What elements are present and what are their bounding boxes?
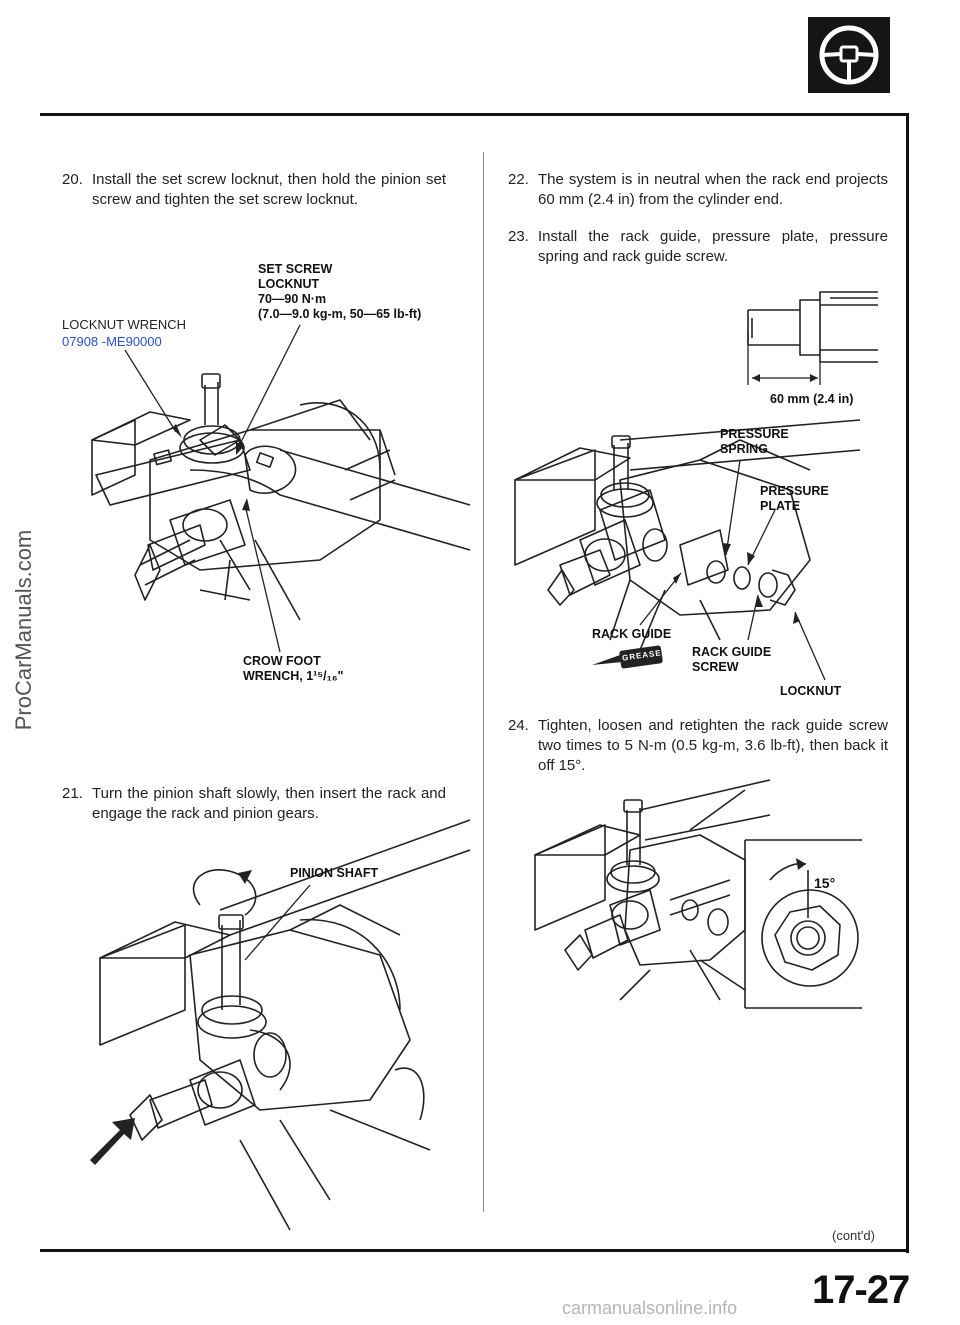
pressure-spring-label: PRESSURE SPRING (720, 427, 789, 456)
side-watermark-text: ProCarManuals.com (11, 529, 36, 731)
crow-foot-wrench-label: CROW FOOT WRENCH, 1¹⁵/₁₆" (243, 654, 344, 683)
pinion-shaft-label: PINION SHAFT (290, 866, 379, 880)
grease-label: GREASE (621, 648, 663, 663)
bottom-watermark: carmanualsonline.info (562, 1298, 738, 1318)
dimension-label: 60 mm (2.4 in) (770, 392, 854, 406)
continued-label: (cont'd) (832, 1228, 875, 1243)
locknut-label: LOCKNUT (780, 684, 842, 698)
locknut-wrench-label: LOCKNUT WRENCH (62, 317, 186, 332)
frame-bottom-rule (40, 1249, 909, 1252)
step-21: 21. Turn the pinion shaft slowly, then i… (62, 784, 446, 826)
angle-label: 15° (814, 875, 836, 891)
step-text: The system is in neutral when the rack e… (538, 171, 888, 208)
step-text: Install the rack guide, pressure plate, … (538, 228, 888, 265)
page-number: 17-27 (812, 1268, 910, 1312)
step-text: Turn the pinion shaft slowly, then inser… (92, 785, 446, 822)
step-number: 20. (62, 171, 83, 188)
pressure-plate-label: PRESSURE PLATE (760, 484, 829, 513)
step-22: 22. The system is in neutral when the ra… (508, 170, 888, 212)
steering-wheel-icon (808, 17, 890, 93)
step-text: Install the set screw locknut, then hold… (92, 171, 446, 208)
step-number: 23. (508, 228, 529, 245)
set-screw-locknut-label: SET SCREW LOCKNUT 70—90 N·m (7.0—9.0 kg-… (258, 262, 422, 321)
side-watermark: ProCarManuals.com (4, 420, 44, 840)
tool-number-label: 07908 -ME90000 (62, 334, 162, 349)
column-divider (483, 152, 484, 1212)
frame-right-rule (906, 113, 909, 1253)
step-24: 24. Tighten, loosen and retighten the ra… (508, 716, 888, 778)
step-number: 24. (508, 717, 529, 734)
step-20: 20. Install the set screw locknut, then … (62, 170, 446, 212)
step-text: Tighten, loosen and retighten the rack g… (538, 717, 888, 774)
step-23: 23. Install the rack guide, pressure pla… (508, 227, 888, 269)
step-number: 21. (62, 785, 83, 802)
frame-top-rule (40, 113, 908, 116)
rack-guide-label: RACK GUIDE (592, 627, 672, 641)
rack-guide-screw-label: RACK GUIDE SCREW (692, 645, 772, 674)
step-number: 22. (508, 171, 529, 188)
